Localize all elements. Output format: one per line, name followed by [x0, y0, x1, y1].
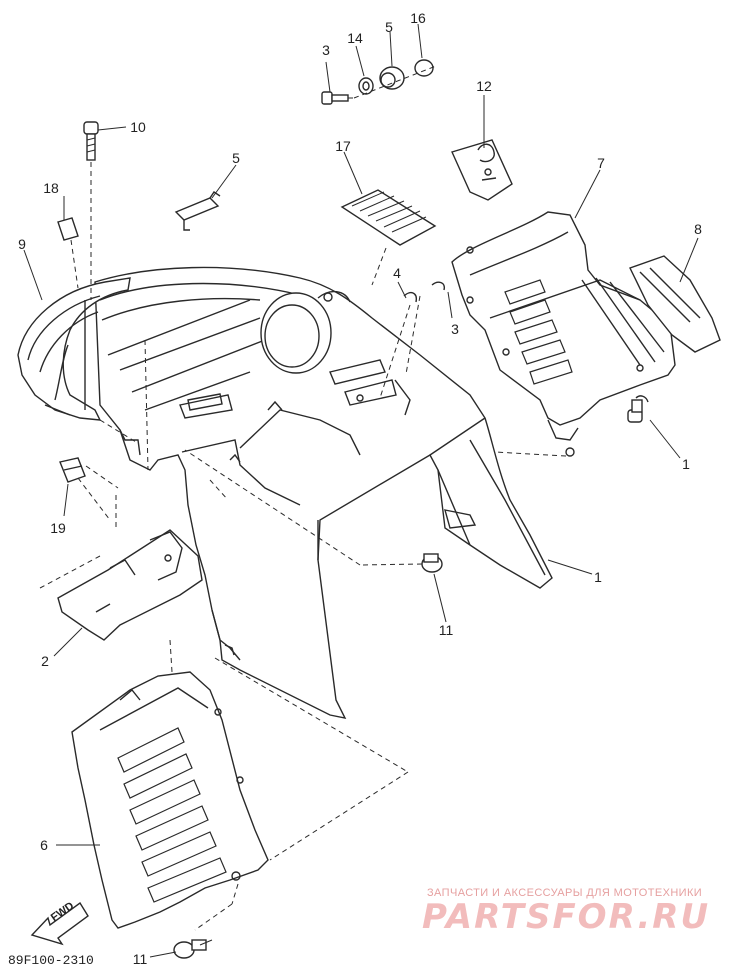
panel-part-8 — [629, 255, 721, 353]
callout-3-top: 3 — [322, 42, 330, 58]
bolt-part-1-right — [627, 395, 649, 423]
callout-16: 16 — [410, 10, 426, 26]
callout-5-top: 5 — [385, 19, 393, 35]
front-cowl-part-1 — [94, 266, 553, 719]
watermark-subtitle: ЗАПЧАСТИ И АКСЕССУАРЫ ДЛЯ МОТОТЕХНИКИ — [427, 887, 703, 899]
callout-8: 8 — [694, 221, 702, 237]
bracket-panel-part-2 — [39, 529, 203, 641]
grille-panel-part-6 — [71, 657, 409, 931]
clip-part-5-mid — [174, 191, 221, 231]
grommet-part-18 — [57, 217, 79, 289]
fastener-set-top — [321, 59, 437, 105]
bracket-part-12 — [451, 139, 513, 201]
clip-part-4 — [379, 291, 418, 399]
side-panel-part-7 — [451, 211, 676, 457]
assembly-dashed-lines — [99, 295, 421, 673]
instrument-panel-cutouts — [179, 359, 411, 419]
side-cowl-part-9 — [17, 277, 131, 421]
callout-19: 19 — [50, 520, 66, 536]
headlight-opening — [260, 291, 351, 374]
clip-part-3-mid — [431, 281, 446, 291]
callout-17: 17 — [335, 138, 351, 154]
callout-leaders — [23, 23, 699, 958]
callout-14: 14 — [347, 30, 363, 46]
callout-2: 2 — [41, 653, 49, 669]
callout-10: 10 — [130, 119, 146, 135]
callout-4: 4 — [393, 265, 401, 281]
nut-part-19 — [59, 457, 119, 521]
callout-9: 9 — [18, 236, 26, 252]
label-plate-part-17 — [340, 189, 437, 286]
callout-6: 6 — [40, 837, 48, 853]
callout-5-mid: 5 — [232, 150, 240, 166]
callout-7: 7 — [597, 155, 605, 171]
callout-1-lower: 1 — [594, 569, 602, 585]
callout-18: 18 — [43, 180, 59, 196]
callout-12: 12 — [476, 78, 492, 94]
bolt-part-10 — [83, 121, 99, 300]
callout-3-mid: 3 — [451, 321, 459, 337]
callout-11-bottom: 11 — [132, 951, 148, 967]
bolt-part-11-bottom — [173, 939, 213, 959]
diagram-code: 89F100-2310 — [8, 953, 94, 968]
callout-1-right: 1 — [682, 456, 690, 472]
fwd-arrow-icon — [30, 901, 89, 946]
bolt-part-11-mid — [184, 449, 443, 573]
watermark-brand: PARTSFOR.RU — [422, 897, 711, 937]
callout-11-mid: 11 — [438, 622, 454, 638]
